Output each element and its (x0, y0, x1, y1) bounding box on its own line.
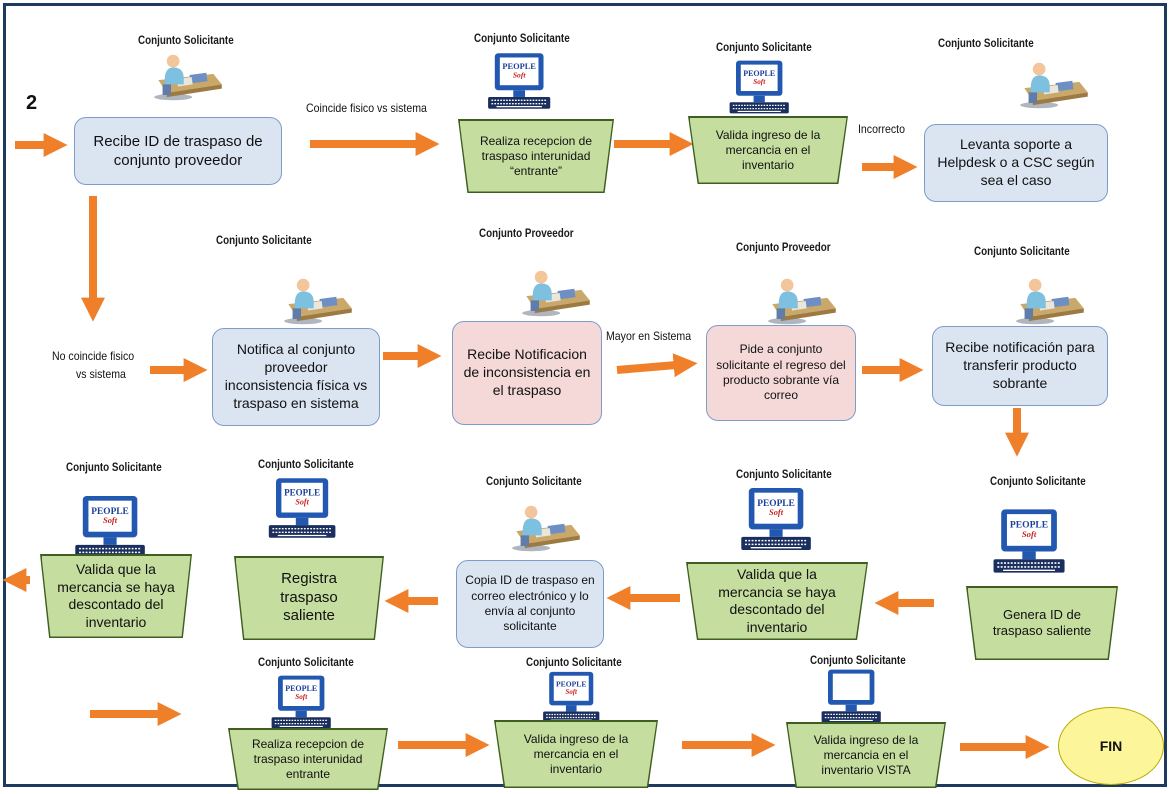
system-valida-ingreso-1: Valida ingreso de la mercancia en el inv… (688, 116, 848, 184)
role-label: Conjunto Solicitante (736, 467, 832, 481)
start-marker: 2 (26, 92, 38, 114)
process-recibe-transferir: Recibe notificación para transferir prod… (932, 326, 1108, 406)
role-label: Conjunto Solicitante (138, 33, 234, 47)
person-at-desk-icon (520, 268, 594, 318)
system-registra-traspaso: Registra traspaso saliente (234, 556, 384, 640)
edge-label-no-coincide-2: vs sistema (76, 367, 126, 381)
edge-label-no-coincide-1: No coincide fisico (52, 349, 135, 363)
process-pide-regreso: Pide a conjunto solicitante el regreso d… (706, 325, 856, 421)
system-valida-descontado-2: Valida que la mercancia se haya desconta… (686, 562, 868, 640)
role-label: Conjunto Solicitante (526, 655, 622, 669)
role-label: Conjunto Solicitante (66, 460, 162, 474)
process-notifica: Notifica al conjunto proveedor inconsist… (212, 328, 380, 426)
person-at-desk-icon (510, 503, 584, 553)
edge-label-incorrecto: Incorrecto (858, 122, 905, 136)
system-recepcion-entrante-2: Realiza recepcion de traspaso interunida… (228, 728, 388, 790)
role-label: Conjunto Solicitante (258, 457, 354, 471)
system-genera-id: Genera ID de traspaso saliente (966, 586, 1118, 660)
system-valida-ingreso-vista: Valida ingreso de la mercancia en el inv… (786, 722, 946, 788)
computer-icon (258, 476, 348, 540)
role-label: Conjunto Solicitante (486, 474, 582, 488)
process-recibe-id: Recibe ID de traspaso de conjunto provee… (74, 117, 282, 185)
computer-icon (262, 674, 342, 730)
process-levanta-soporte: Levanta soporte a Helpdesk o a CSC según… (924, 124, 1108, 202)
person-at-desk-icon (282, 276, 356, 326)
process-copia-id: Copia ID de traspaso en correo electróni… (456, 560, 604, 648)
arrow-to-pide-regreso (616, 353, 698, 378)
system-valida-descontado-1: Valida que la mercancia se haya desconta… (40, 554, 192, 638)
computer-icon (64, 494, 158, 560)
edge-label-mayor: Mayor en Sistema (606, 329, 692, 343)
role-label: Conjunto Solicitante (974, 244, 1070, 258)
role-label: Conjunto Solicitante (990, 474, 1086, 488)
person-at-desk-icon (766, 276, 840, 326)
role-label: Conjunto Proveedor (479, 226, 574, 240)
computer-icon (534, 670, 610, 724)
system-valida-ingreso-2: Valida ingreso de la mercancia en el inv… (494, 720, 658, 788)
role-label: Conjunto Solicitante (216, 233, 312, 247)
role-label: Conjunto Solicitante (810, 653, 906, 667)
person-at-desk-icon (1018, 60, 1092, 110)
role-label: Conjunto Solicitante (716, 40, 812, 54)
role-label: Conjunto Solicitante (258, 655, 354, 669)
role-label: Conjunto Solicitante (474, 31, 570, 45)
system-recepcion-entrante-1: Realiza recepcion de traspaso interunida… (458, 119, 614, 193)
computer-icon (720, 58, 800, 116)
edge-label-coincide: Coincide fisico vs sistema (306, 101, 427, 115)
computer-icon (812, 668, 892, 724)
person-at-desk-icon (1014, 276, 1088, 326)
role-label: Conjunto Proveedor (736, 240, 831, 254)
computer-icon (478, 50, 562, 112)
role-label: Conjunto Solicitante (938, 36, 1034, 50)
person-at-desk-icon (152, 52, 226, 102)
process-recibe-notificacion: Recibe Notificacion de inconsistencia en… (452, 321, 602, 425)
end-node-fin: FIN (1058, 707, 1164, 785)
computer-icon (982, 506, 1078, 576)
computer-icon (730, 486, 824, 552)
